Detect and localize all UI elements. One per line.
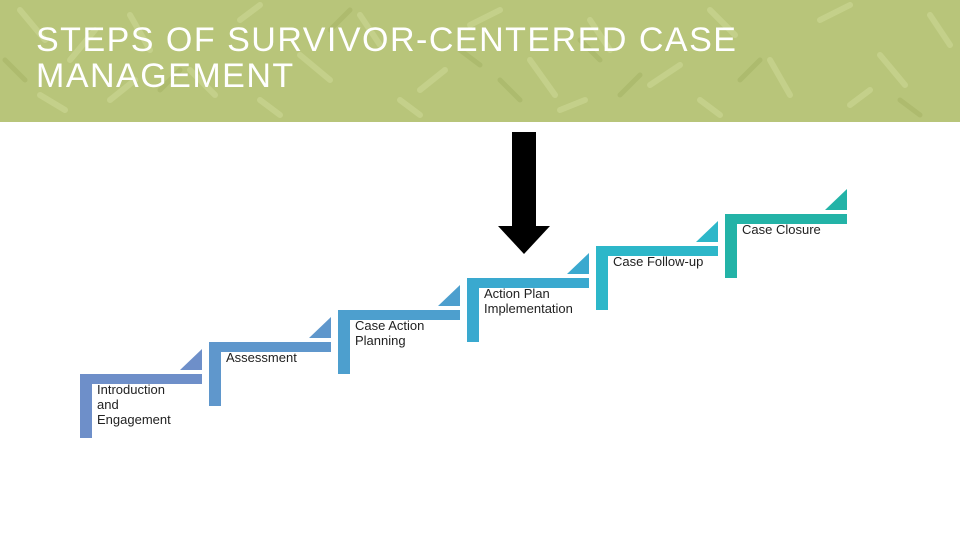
step-tread	[467, 278, 589, 288]
step-label: Case Follow-up	[613, 254, 704, 269]
step-corner-triangle	[567, 253, 589, 274]
step-label: Introduction and Engagement	[97, 382, 171, 427]
step-corner-triangle	[438, 285, 460, 306]
step-5	[596, 221, 718, 310]
step-3	[338, 285, 460, 374]
step-riser	[338, 310, 350, 374]
step-tread	[596, 246, 718, 256]
step-label: Case Action Planning	[355, 318, 425, 348]
step-tread	[338, 310, 460, 320]
slide-title: STEPS OF SURVIVOR-CENTERED CASE MANAGEME…	[36, 21, 738, 95]
step-corner-triangle	[696, 221, 718, 242]
step-riser	[80, 374, 92, 438]
step-tread	[725, 214, 847, 224]
step-label: Action Plan Implementation	[484, 286, 573, 316]
step-1	[80, 349, 202, 438]
step-corner-triangle	[180, 349, 202, 370]
step-riser	[467, 278, 479, 342]
step-4	[467, 253, 589, 342]
step-2	[209, 317, 331, 406]
leaf-pattern-background	[0, 0, 960, 122]
step-riser	[209, 342, 221, 406]
title-banner: STEPS OF SURVIVOR-CENTERED CASE MANAGEME…	[0, 0, 960, 122]
step-riser	[725, 214, 737, 278]
step-label: Assessment	[226, 350, 297, 365]
step-tread	[209, 342, 331, 352]
step-corner-triangle	[825, 189, 847, 210]
step-label: Case Closure	[742, 222, 821, 237]
step-riser	[596, 246, 608, 310]
step-corner-triangle	[309, 317, 331, 338]
down-arrow-icon	[498, 132, 550, 254]
step-6	[725, 189, 847, 278]
step-tread	[80, 374, 202, 384]
